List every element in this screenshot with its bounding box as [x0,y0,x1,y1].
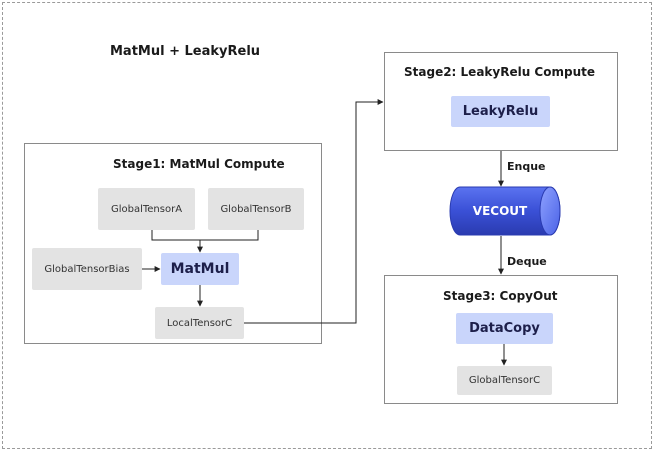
leakyrelu-block: LeakyRelu [451,96,550,127]
local-tensor-c: LocalTensorC [155,307,244,339]
global-tensor-b: GlobalTensorB [208,188,304,230]
deque-label: Deque [507,255,547,268]
stage2-title: Stage2: LeakyRelu Compute [404,65,595,79]
matmul-block: MatMul [161,253,239,285]
datacopy-block: DataCopy [456,313,553,344]
enque-label: Enque [507,160,546,173]
vecout-queue-cylinder: VECOUT [449,186,561,236]
global-tensor-bias: GlobalTensorBias [32,248,142,290]
diagram-title: MatMul + LeakyRelu [110,44,261,59]
global-tensor-a: GlobalTensorA [98,188,195,230]
merge-ab-connector [151,230,259,253]
global-tensor-c: GlobalTensorC [457,366,552,395]
vecout-label: VECOUT [473,204,528,218]
stage3-title: Stage3: CopyOut [443,289,558,303]
local-to-stage2-arrow [244,99,384,324]
stage1-title: Stage1: MatMul Compute [113,157,285,171]
